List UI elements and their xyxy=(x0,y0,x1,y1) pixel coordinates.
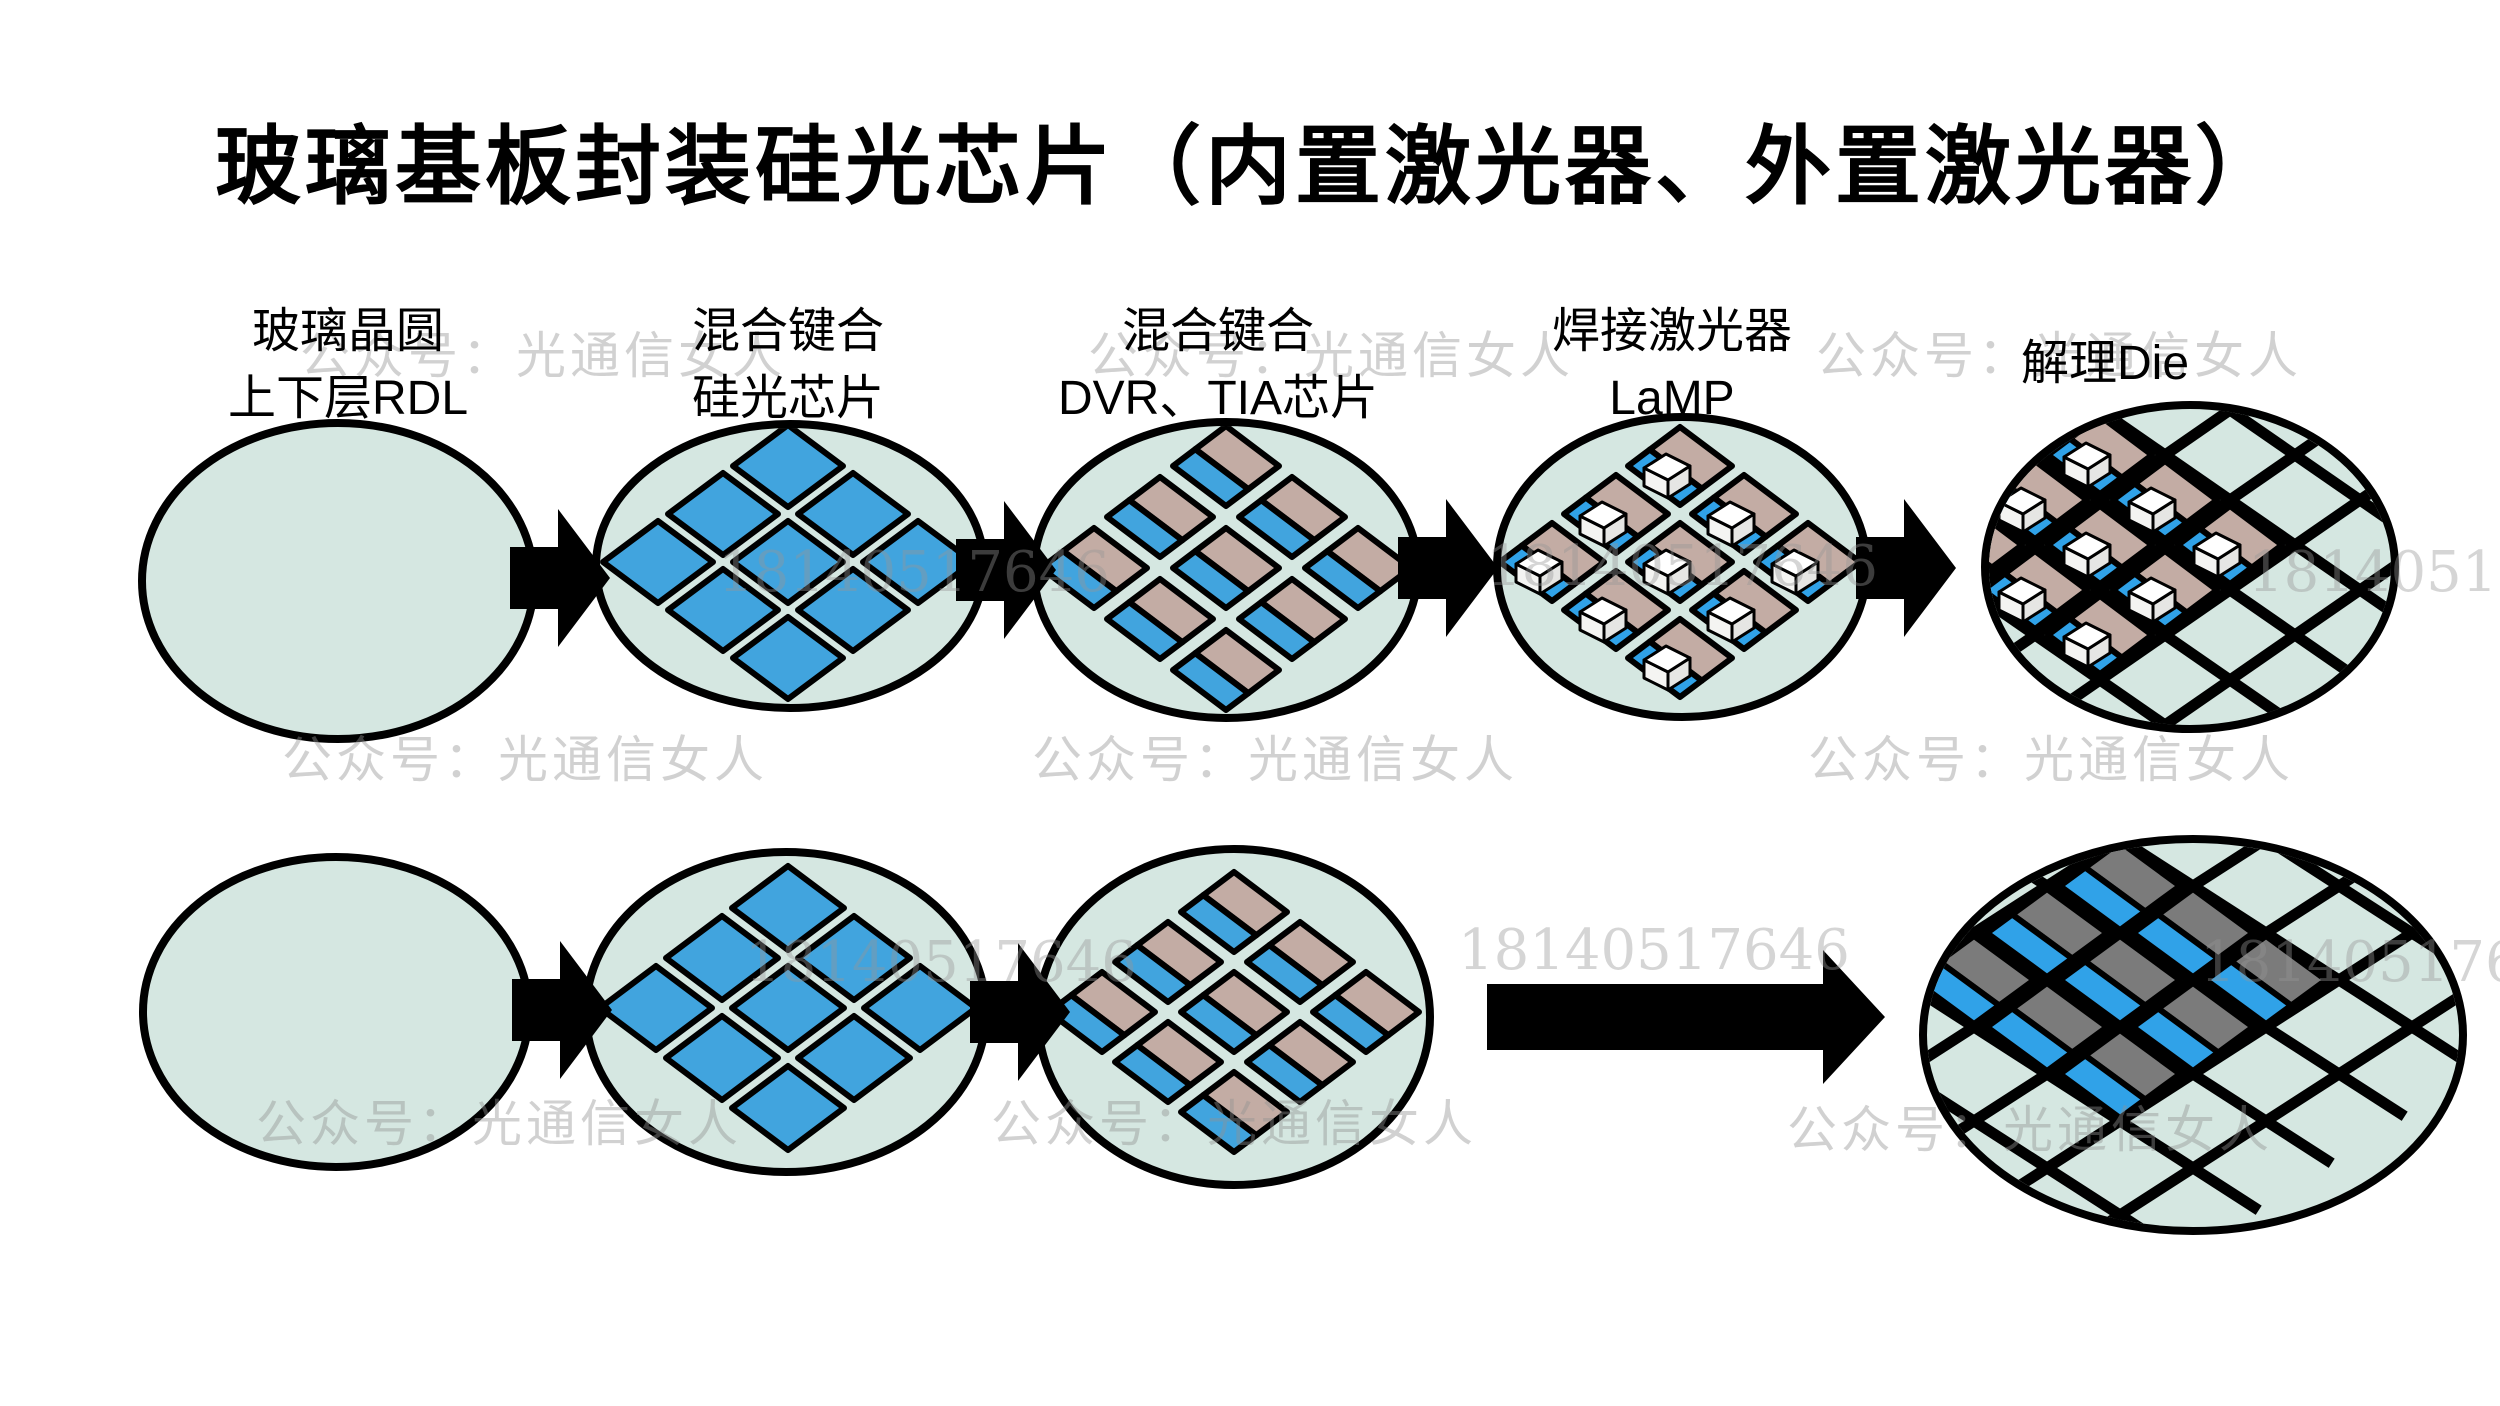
wafer-eic-bonded xyxy=(1030,418,1422,722)
step-label-cleave-die: 解理Die xyxy=(2021,330,2189,397)
process-arrow xyxy=(970,943,1070,1081)
process-arrow xyxy=(510,509,610,647)
step-label-line: 混合键合 xyxy=(691,305,885,358)
step-label-line: 硅光芯片 xyxy=(691,372,885,425)
process-arrow xyxy=(1856,499,1956,637)
wafer-glass-rdl-2 xyxy=(139,853,533,1171)
step-label-line: DVR、TIA芯片 xyxy=(1057,372,1379,425)
process-arrow xyxy=(956,501,1056,639)
page-title: 玻璃基板封装硅光芯片（内置激光器、外置激光器） xyxy=(215,119,2285,215)
step-label-eic-bonding: 混合键合 DVR、TIA芯片 xyxy=(1058,298,1378,432)
step-label-line: 焊接激光器 xyxy=(1551,305,1793,358)
process-arrow xyxy=(1398,499,1498,637)
wafer-pic-bonded-2 xyxy=(582,848,990,1176)
wafer-diced-2 xyxy=(1919,835,2467,1235)
process-arrow xyxy=(1487,950,1885,1084)
wafer-diced xyxy=(1981,401,2399,733)
step-label-line: 上下层RDL xyxy=(227,372,469,425)
wafer-chips xyxy=(1927,843,2459,1227)
wafer-laser-attached xyxy=(1493,413,1871,721)
wafer-chips xyxy=(1989,409,2391,725)
step-label-glass-wafer: 玻璃晶圆 上下层RDL xyxy=(228,298,468,432)
process-arrow xyxy=(512,941,612,1079)
step-label-line: LaMP xyxy=(1609,372,1735,425)
wafer-chips xyxy=(597,863,979,1153)
wafer-chips xyxy=(1038,426,1414,713)
step-label-laser-solder: 焊接激光器 LaMP xyxy=(1552,298,1792,432)
wafer-glass-rdl xyxy=(138,419,538,743)
wafer-chips xyxy=(1501,424,1863,700)
step-label-pic-bonding: 混合键合 硅光芯片 xyxy=(692,298,884,432)
wafer-eic-bonded-2 xyxy=(1034,845,1434,1189)
wafer-chips xyxy=(600,428,976,702)
step-label-line: 混合键合 xyxy=(1121,305,1314,358)
step-label-line: 玻璃晶圆 xyxy=(251,305,444,358)
step-label-line: 解理Die xyxy=(2020,337,2190,390)
wafer-pic-bonded xyxy=(592,420,988,712)
